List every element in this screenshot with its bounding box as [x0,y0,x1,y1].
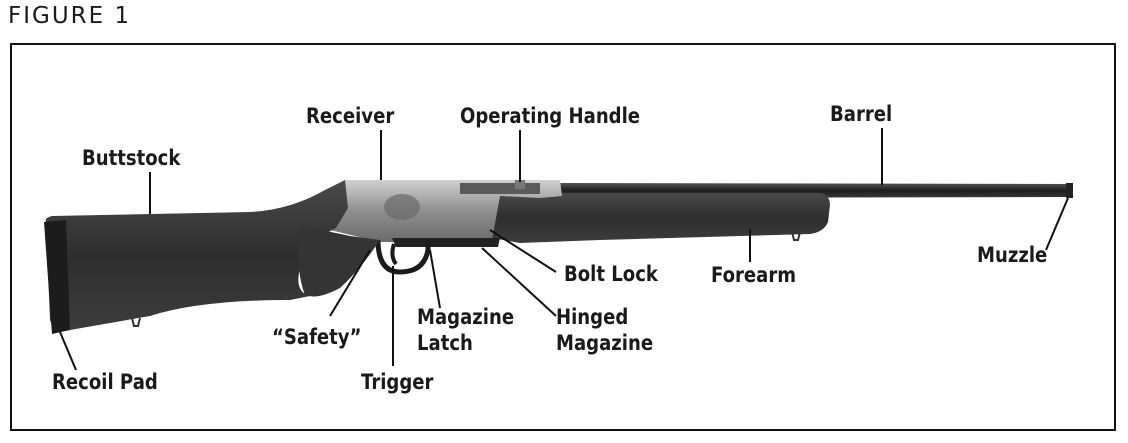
magazine-latch-label: Magazine Latch [417,305,515,355]
hinged-magazine-label: Hinged Magazine [556,305,654,355]
bolt-lock-leader [489,229,557,273]
muzzle-end [1066,183,1073,198]
forearm-sling-swivel [791,231,801,241]
trigger-label: Trigger [361,370,434,394]
forearm-label: Forearm [711,263,797,287]
safety-label: “Safety” [272,325,362,349]
recoil-pad-leader [59,331,77,371]
muzzle-leader [1045,197,1069,251]
diagram-frame [10,43,1116,431]
receiver-label: Receiver [306,104,395,128]
stock-swivel [131,317,141,327]
operating-handle-label: Operating Handle [460,104,641,128]
magazine-latch-leader [429,249,441,309]
ejection-port [460,183,540,194]
leader-lines [59,128,1069,371]
buttstock-shape [45,180,348,331]
recoil-pad-label: Recoil Pad [52,370,158,394]
hinged-magazine-leader [481,247,557,317]
figure-caption: FIGURE 1 [8,3,132,29]
muzzle-label: Muzzle [977,243,1048,267]
receiver-engraving [384,194,420,220]
bolt-lock-label: Bolt Lock [564,262,658,286]
barrel-label: Barrel [830,102,893,126]
operating-handle-shape [515,180,525,189]
receiver-shape [330,180,562,243]
recoil-pad-shape [44,220,70,334]
trigger-shape [390,243,398,266]
trigger-guard-shape [375,239,431,275]
hinged-magazine-shape [392,238,500,247]
safety-leader [329,249,371,317]
stock-grip-shape [298,226,380,297]
buttstock-label: Buttstock [82,146,181,170]
forearm-shape [490,193,830,243]
